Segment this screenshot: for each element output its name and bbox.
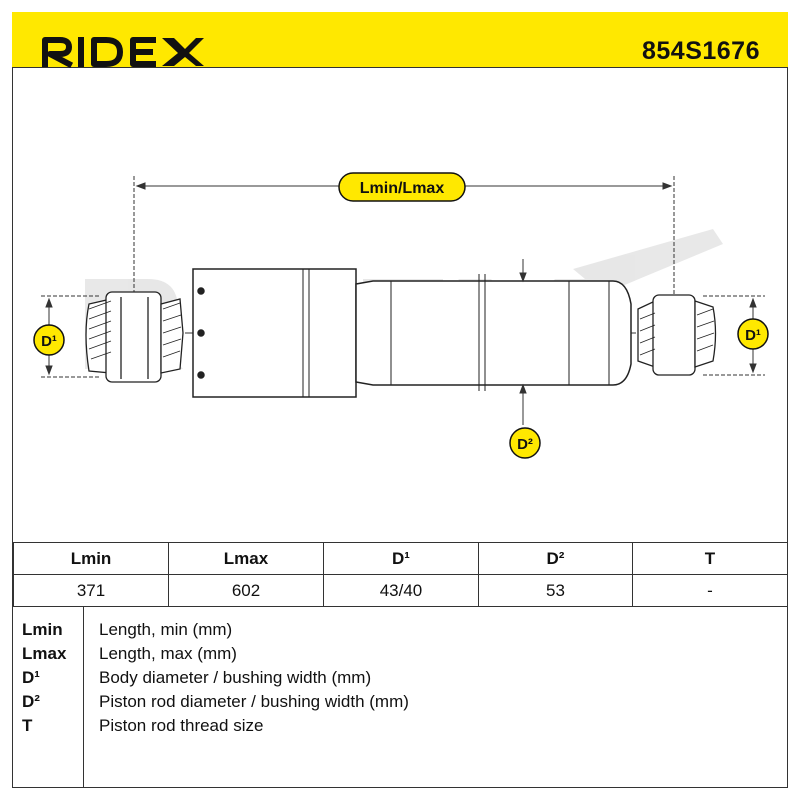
value-t: - bbox=[632, 574, 788, 607]
legend-text: Piston rod diameter / bushing width (mm) bbox=[99, 692, 409, 711]
header-d2: D² bbox=[478, 542, 633, 575]
d2-badge bbox=[509, 427, 541, 459]
legend-key: Lmax bbox=[22, 644, 67, 663]
specs-table: Lmin Lmax D¹ D² T 371 602 43/40 53 - bbox=[13, 542, 788, 607]
header-bar: 854S1676 bbox=[12, 12, 788, 68]
value-lmin: 371 bbox=[13, 574, 169, 607]
piston-rod-section bbox=[355, 274, 632, 391]
specs-header-row: Lmin Lmax D¹ D² T bbox=[13, 542, 788, 575]
right-eye-bushing bbox=[637, 294, 717, 376]
value-d1: 43/40 bbox=[323, 574, 479, 607]
legend-key: D² bbox=[22, 692, 40, 711]
d1-right-label: D¹ bbox=[745, 327, 761, 344]
header-t: T bbox=[632, 542, 788, 575]
header-d1: D¹ bbox=[323, 542, 479, 575]
d2-dimension bbox=[519, 259, 527, 425]
legend-text: Length, min (mm) bbox=[99, 620, 233, 639]
value-lmax: 602 bbox=[168, 574, 324, 607]
legend-text: Body diameter / bushing width (mm) bbox=[99, 668, 372, 687]
length-label: Lmin/Lmax bbox=[360, 180, 445, 197]
d1-left-label: D¹ bbox=[41, 333, 57, 350]
legend-divider bbox=[83, 607, 84, 787]
legend-key: D¹ bbox=[22, 668, 40, 687]
ridex-logo bbox=[42, 37, 204, 68]
legend-key: T bbox=[22, 716, 33, 735]
header-lmax: Lmax bbox=[168, 542, 324, 575]
value-d2: 53 bbox=[478, 574, 633, 607]
d1-right-badge bbox=[737, 318, 769, 350]
d2-label: D² bbox=[517, 436, 533, 453]
specs-value-row: 371 602 43/40 53 - bbox=[13, 574, 788, 607]
length-label-badge: Lmin/Lmax bbox=[338, 172, 466, 202]
legend: Lmin Length, min (mm) Lmax Length, max (… bbox=[13, 606, 787, 787]
d1-left-badge bbox=[33, 324, 65, 356]
damper-body bbox=[192, 268, 357, 398]
shock-absorber-drawing: Lmin/Lmax bbox=[33, 172, 769, 459]
legend-key: Lmin bbox=[22, 620, 63, 639]
legend-text: Piston rod thread size bbox=[99, 716, 264, 735]
header-lmin: Lmin bbox=[13, 542, 169, 575]
part-number: 854S1676 bbox=[641, 37, 760, 65]
left-eye-bushing bbox=[85, 291, 184, 383]
legend-text: Length, max (mm) bbox=[99, 644, 237, 663]
